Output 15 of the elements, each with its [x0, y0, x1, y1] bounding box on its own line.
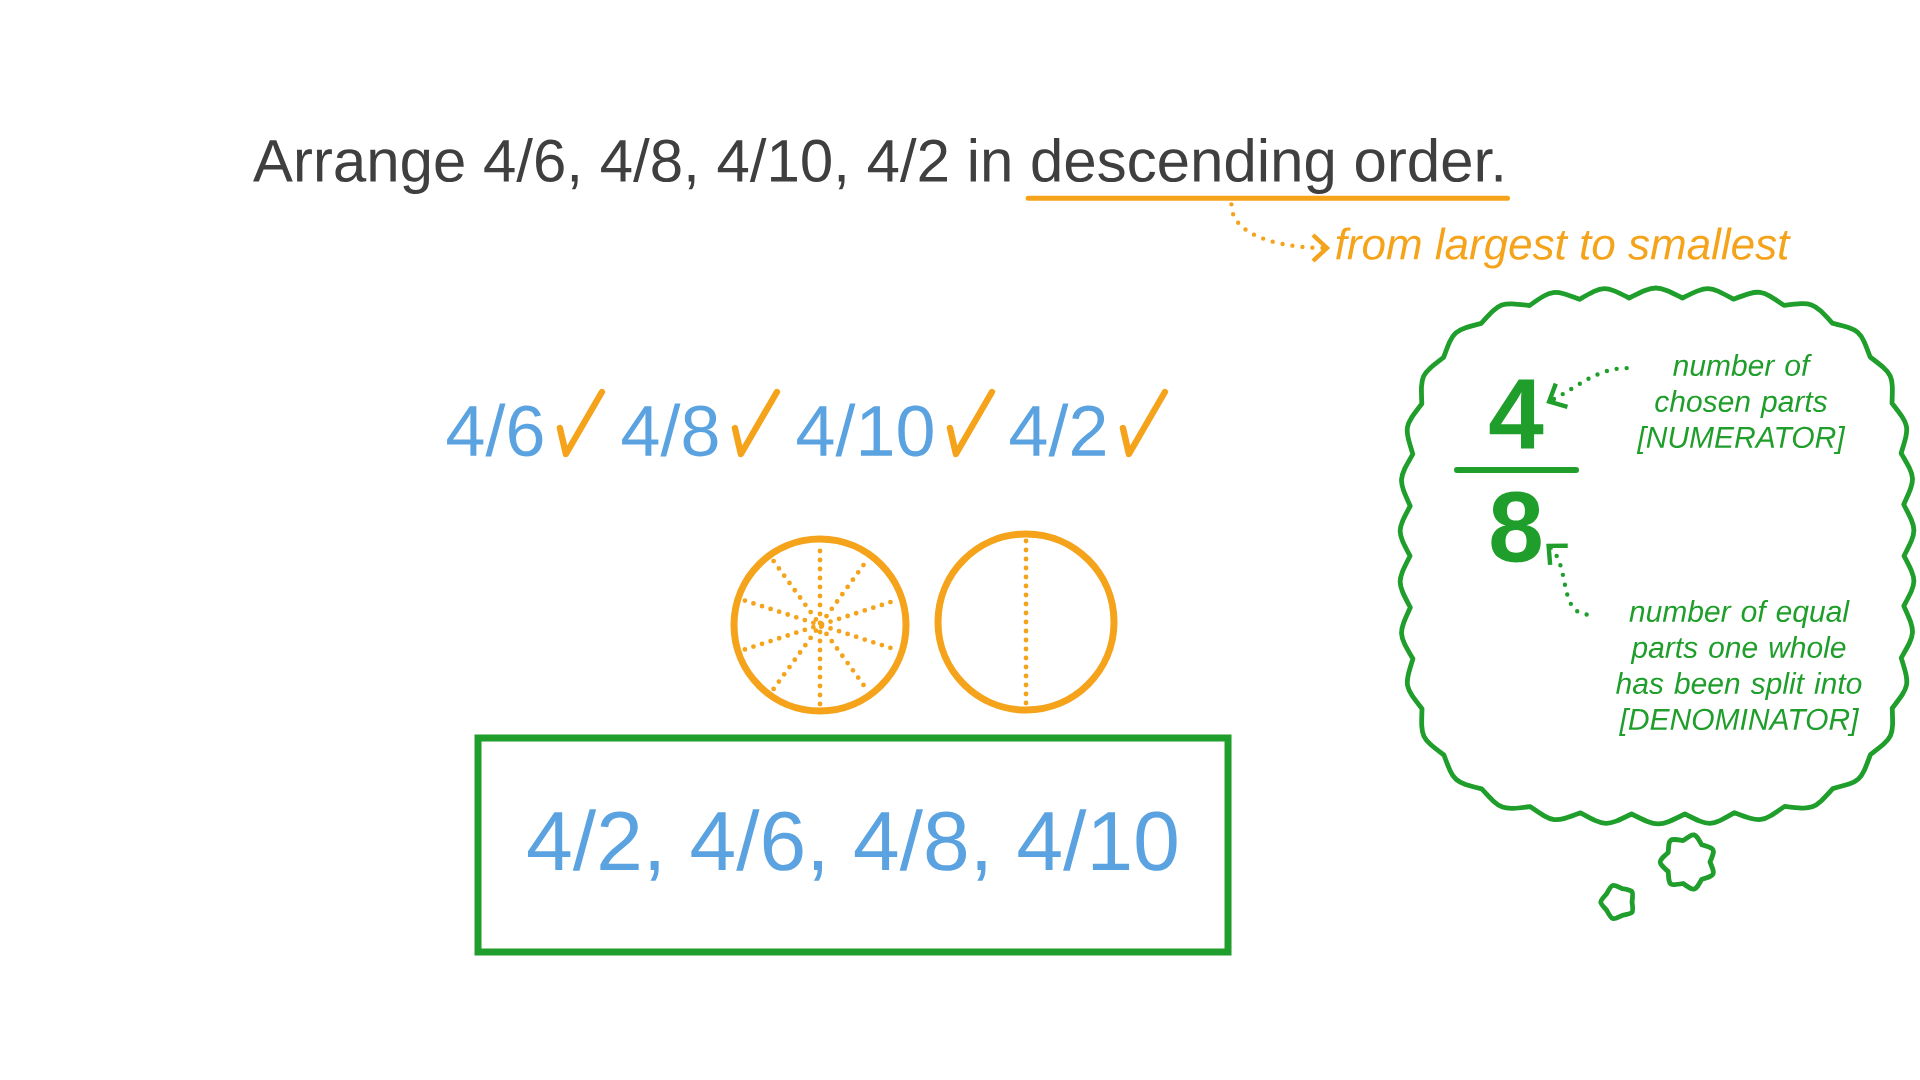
answer-box: 4/2, 4/6, 4/8, 4/10 — [474, 734, 1232, 956]
annotation: from largest to smallest — [1336, 227, 1791, 269]
thought-cloud — [1397, 285, 1917, 922]
heading: Arrange 4/6, 4/8, 4/10, 4/2 in descending order. — [253, 138, 1510, 201]
note-text: number of equal parts one whole has been split into [DENOMINATOR] — [1616, 600, 1862, 736]
fraction: 4/10 — [797, 403, 933, 457]
fraction: 4/2 — [1010, 403, 1105, 457]
note-text: number of chosen parts [NUMERATOR] — [1636, 354, 1846, 454]
fraction: 4/6 — [447, 403, 543, 457]
dotted-arrow — [1546, 365, 1629, 409]
dotted-arrow — [1546, 543, 1589, 617]
fraction: 4/8 — [622, 403, 718, 457]
dotted-arrow — [1229, 202, 1331, 263]
denominator: 8 — [1491, 491, 1541, 563]
numerator: 4 — [1489, 379, 1544, 449]
